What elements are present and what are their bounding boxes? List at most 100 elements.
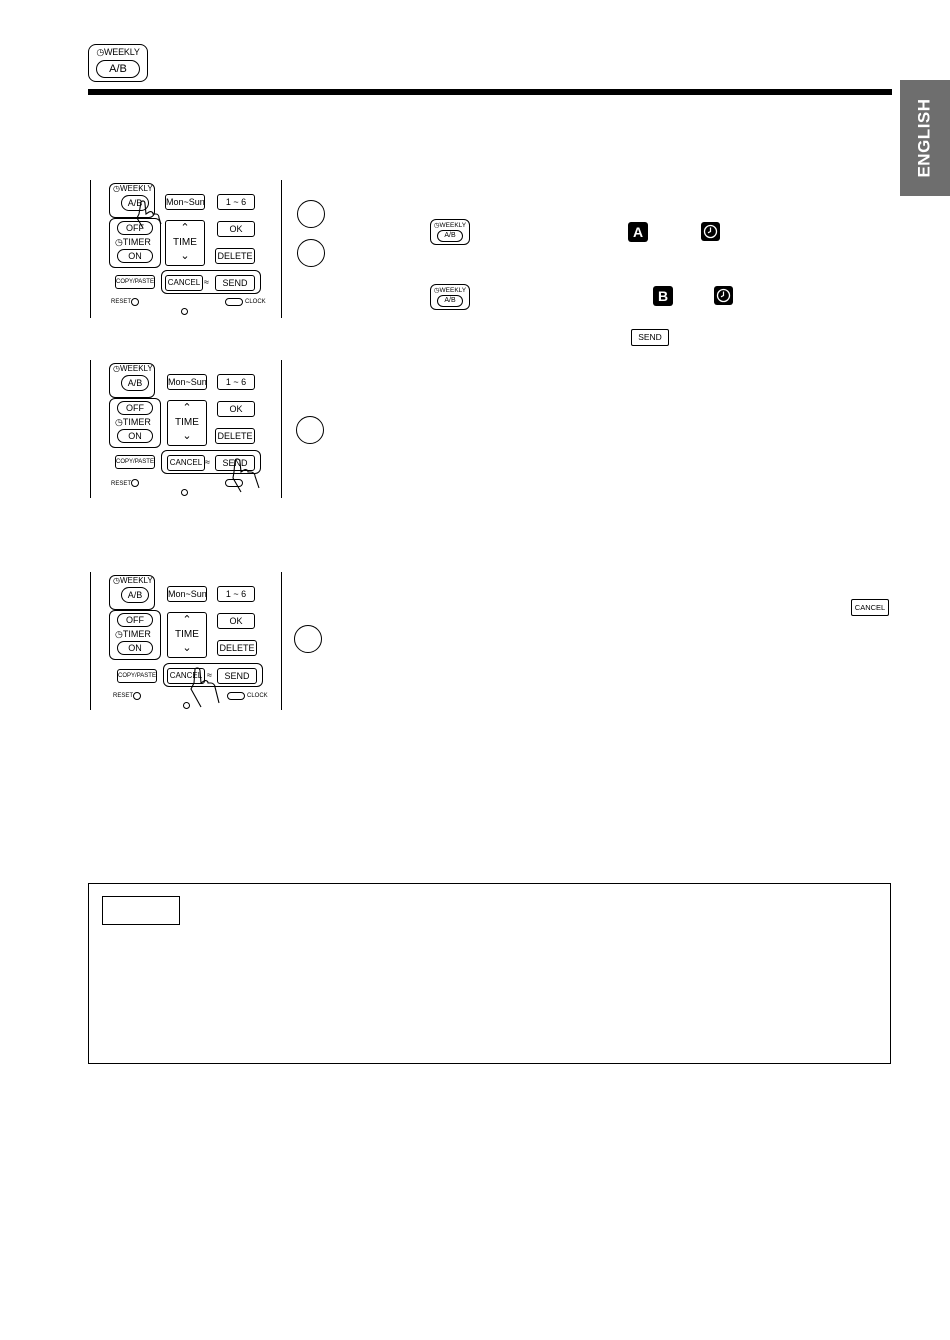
clock-glyph <box>716 288 731 303</box>
ab-inline-label: A/B <box>437 295 463 307</box>
language-tab-label: ENGLISH <box>915 98 934 178</box>
weekly-label: ◷WEEKLY <box>113 364 153 373</box>
clock-button[interactable] <box>227 692 245 700</box>
ok-button[interactable]: OK <box>217 613 255 629</box>
delete-button[interactable]: DELETE <box>217 640 257 656</box>
weekly-group <box>109 363 155 398</box>
cancel-button[interactable]: CANCEL <box>165 275 203 291</box>
clock-label: CLOCK <box>247 693 268 699</box>
time-label: TIME <box>173 237 197 248</box>
off-button[interactable]: OFF <box>117 221 153 235</box>
ab-button[interactable]: A/B <box>121 587 149 603</box>
clock-button[interactable] <box>225 298 243 306</box>
clock-label: CLOCK <box>245 299 266 305</box>
led-indicator <box>181 489 188 496</box>
ab-button[interactable]: A/B <box>121 195 149 211</box>
weekly-ab-badge: ◷WEEKLY A/B <box>88 44 148 82</box>
send-group <box>163 663 263 687</box>
signal-icon: ≈ <box>205 457 210 467</box>
weekly-group <box>109 575 155 610</box>
clock-icon: ◷ <box>96 47 104 57</box>
chevron-down-icon: ⌄ <box>180 250 190 262</box>
cancel-button[interactable]: CANCEL <box>167 668 205 684</box>
delete-button[interactable]: DELETE <box>215 248 255 264</box>
mon-sun-button[interactable]: Mon~Sun <box>167 586 207 602</box>
step-circle-1 <box>297 200 325 228</box>
reset-label: RESET <box>111 299 132 305</box>
weekly-label: ◷WEEKLY <box>113 576 153 585</box>
time-label: TIME <box>175 417 199 428</box>
ab-inline-label: A/B <box>437 230 463 242</box>
step-circle-2 <box>297 239 325 267</box>
cancel-button[interactable]: CANCEL <box>167 455 205 471</box>
weekly-label: ◷WEEKLY <box>113 184 153 193</box>
timer-group <box>109 218 161 268</box>
weekly-ab-inline-icon: ◷WEEKLY A/B <box>430 284 470 310</box>
chevron-up-icon: ⌃ <box>180 222 190 234</box>
language-tab <box>900 80 950 196</box>
reset-label: RESET <box>113 693 134 699</box>
signal-icon: ≈ <box>204 277 209 287</box>
led-indicator <box>181 308 188 315</box>
mon-sun-button[interactable]: Mon~Sun <box>167 374 207 390</box>
cancel-inline-icon: CANCEL <box>851 599 889 616</box>
weekly-inline-label: ◷WEEKLY <box>433 287 467 294</box>
one-six-button[interactable]: 1 ~ 6 <box>217 586 255 602</box>
weekly-label: ◷WEEKLY <box>96 47 140 57</box>
weekly-group <box>109 183 155 218</box>
one-six-button[interactable]: 1 ~ 6 <box>217 194 255 210</box>
timer-label: ◷TIMER <box>115 417 151 427</box>
remote-panel-1: ◷WEEKLY A/B Mon~Sun 1 ~ 6 OFF ◷TIMER ON … <box>90 180 282 318</box>
copy-paste-button[interactable]: COPY/PASTE <box>115 275 155 289</box>
chevron-up-icon: ⌃ <box>182 402 192 414</box>
header-rule <box>88 89 892 95</box>
timer-group <box>109 398 161 448</box>
send-button[interactable]: SEND <box>217 668 257 684</box>
ab-button[interactable]: A/B <box>121 375 149 391</box>
chevron-up-icon: ⌃ <box>182 614 192 626</box>
clock-icon <box>701 222 720 241</box>
led-indicator <box>183 702 190 709</box>
timer-group <box>109 610 161 660</box>
weekly-ab-inline-icon: ◷WEEKLY A/B <box>430 219 470 245</box>
on-button[interactable]: ON <box>117 641 153 655</box>
step-circle-4 <box>294 625 322 653</box>
send-group <box>161 450 261 474</box>
weekly-inline-label: ◷WEEKLY <box>433 222 467 229</box>
time-button[interactable]: ⌃ TIME ⌄ <box>167 612 207 658</box>
chevron-down-icon: ⌄ <box>182 642 192 654</box>
time-button[interactable]: ⌃ TIME ⌄ <box>167 400 207 446</box>
clock-icon <box>714 286 733 305</box>
mon-sun-button[interactable]: Mon~Sun <box>165 194 205 210</box>
remote-panel-2: ◷WEEKLY A/B Mon~Sun 1 ~ 6 OFF ◷TIMER ON … <box>90 360 282 498</box>
send-button[interactable]: SEND <box>215 275 255 291</box>
program-b-icon: B <box>653 286 673 306</box>
copy-paste-button[interactable]: COPY/PASTE <box>115 455 155 469</box>
on-button[interactable]: ON <box>117 429 153 443</box>
timer-label: ◷TIMER <box>115 629 151 639</box>
timer-label: ◷TIMER <box>115 237 151 247</box>
send-group <box>161 270 261 294</box>
step-circle-3 <box>296 416 324 444</box>
delete-button[interactable]: DELETE <box>215 428 255 444</box>
send-inline-icon: SEND <box>631 329 669 346</box>
note-box <box>88 883 891 1064</box>
signal-icon: ≈ <box>207 670 212 680</box>
one-six-button[interactable]: 1 ~ 6 <box>217 374 255 390</box>
reset-label: RESET <box>111 481 132 487</box>
ok-button[interactable]: OK <box>217 401 255 417</box>
off-button[interactable]: OFF <box>117 401 153 415</box>
reset-button[interactable] <box>133 692 141 700</box>
remote-panel-3: ◷WEEKLY A/B Mon~Sun 1 ~ 6 OFF ◷TIMER ON … <box>90 572 282 710</box>
program-a-icon: A <box>628 222 648 242</box>
on-button[interactable]: ON <box>117 249 153 263</box>
chevron-down-icon: ⌄ <box>182 430 192 442</box>
reset-button[interactable] <box>131 298 139 306</box>
copy-paste-button[interactable]: COPY/PASTE <box>117 669 157 683</box>
hand-pointer-icon <box>190 667 220 708</box>
reset-button[interactable] <box>131 479 139 487</box>
time-button[interactable]: ⌃ TIME ⌄ <box>165 220 205 266</box>
off-button[interactable]: OFF <box>117 613 153 627</box>
ok-button[interactable]: OK <box>217 221 255 237</box>
hand-pointer-icon <box>136 200 162 229</box>
